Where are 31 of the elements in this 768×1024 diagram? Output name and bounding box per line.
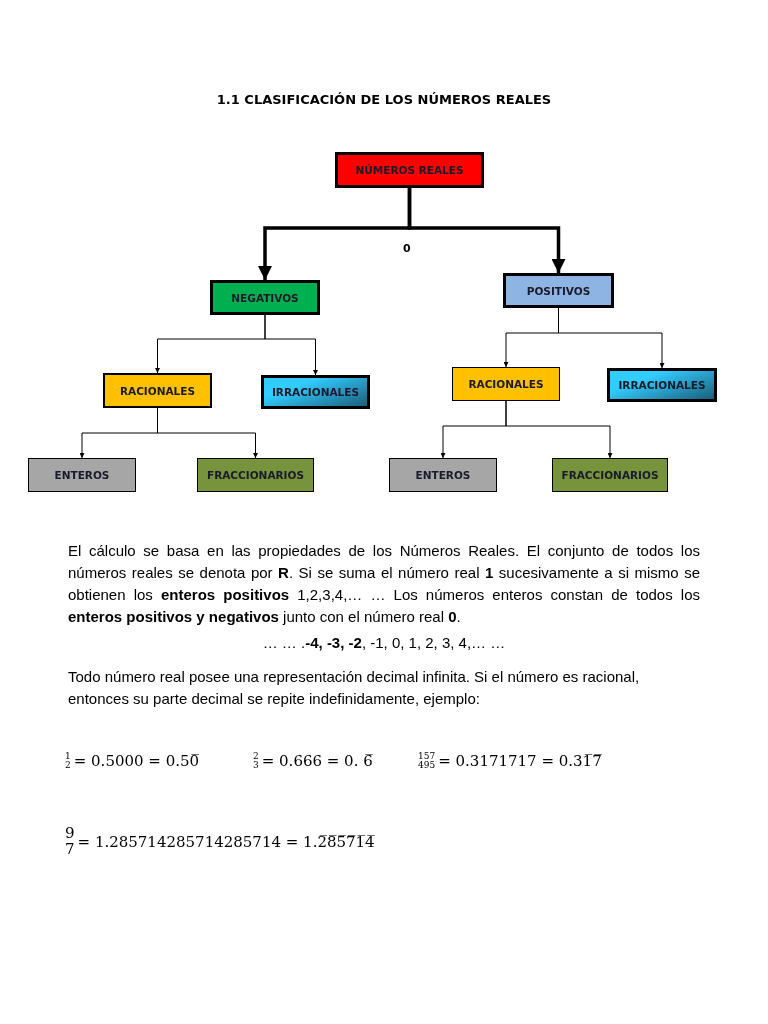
- category-box: RACIONALES: [103, 373, 212, 408]
- denominator: 3: [253, 761, 259, 771]
- equation: = 0.5000 = 0.50̅: [73, 752, 200, 771]
- equation: = 1.285714285714285714 = 1.2̅8̅5̅7̅1̅4̅: [77, 832, 375, 851]
- category-box: FRACCIONARIOS: [197, 458, 314, 492]
- page-title: 1.1 CLASIFICACIÓN DE LOS NÚMEROS REALES: [215, 92, 553, 107]
- number-label: 0: [403, 241, 411, 257]
- category-box: NEGATIVOS: [210, 280, 320, 315]
- denominator: 7: [65, 841, 75, 858]
- number-sequence: … … .-4, -3, -2, -1, 0, 1, 2, 3, 4,… …: [261, 633, 507, 653]
- equation: = 0.3171717 = 0.31̅7̅: [438, 752, 602, 771]
- arrow: [264, 314, 318, 376]
- category-box: POSITIVOS: [503, 273, 614, 308]
- denominator: 495: [418, 761, 436, 771]
- category-box: ENTEROS: [28, 458, 136, 492]
- arrow: [407, 188, 566, 273]
- paragraph: El cálculo se basa en las propiedades de los Números Reales. El conjunto de todos los números reales se denota por R. Si se suma el número real 1 sucesivamente a si mismo se obtienen los enteros positivos 1,2,3,4,… … Los números enteros constan de todos los enteros positivos y negativos junto con el número real 0.: [68, 541, 700, 627]
- category-box: ENTEROS: [389, 458, 497, 492]
- arrow: [505, 400, 613, 459]
- numerator: 1: [65, 752, 71, 761]
- root-box: NÚMEROS REALES: [335, 152, 484, 188]
- numerator: 2: [253, 752, 259, 761]
- paragraph: Todo número real posee una representación decimal infinita. Si el número es racional, entonces su parte decimal se repite indefinidamente, ejemplo:: [68, 667, 641, 709]
- equation: = 0.666 = 0. 6̅: [261, 752, 373, 771]
- category-box: FRACCIONARIOS: [552, 458, 668, 492]
- category-box: IRRACIONALES: [261, 375, 370, 409]
- numerator: 157: [418, 752, 436, 761]
- category-box: RACIONALES: [452, 367, 560, 401]
- denominator: 2: [65, 761, 71, 771]
- category-box: IRRACIONALES: [607, 368, 717, 402]
- numerator: 9: [65, 826, 75, 842]
